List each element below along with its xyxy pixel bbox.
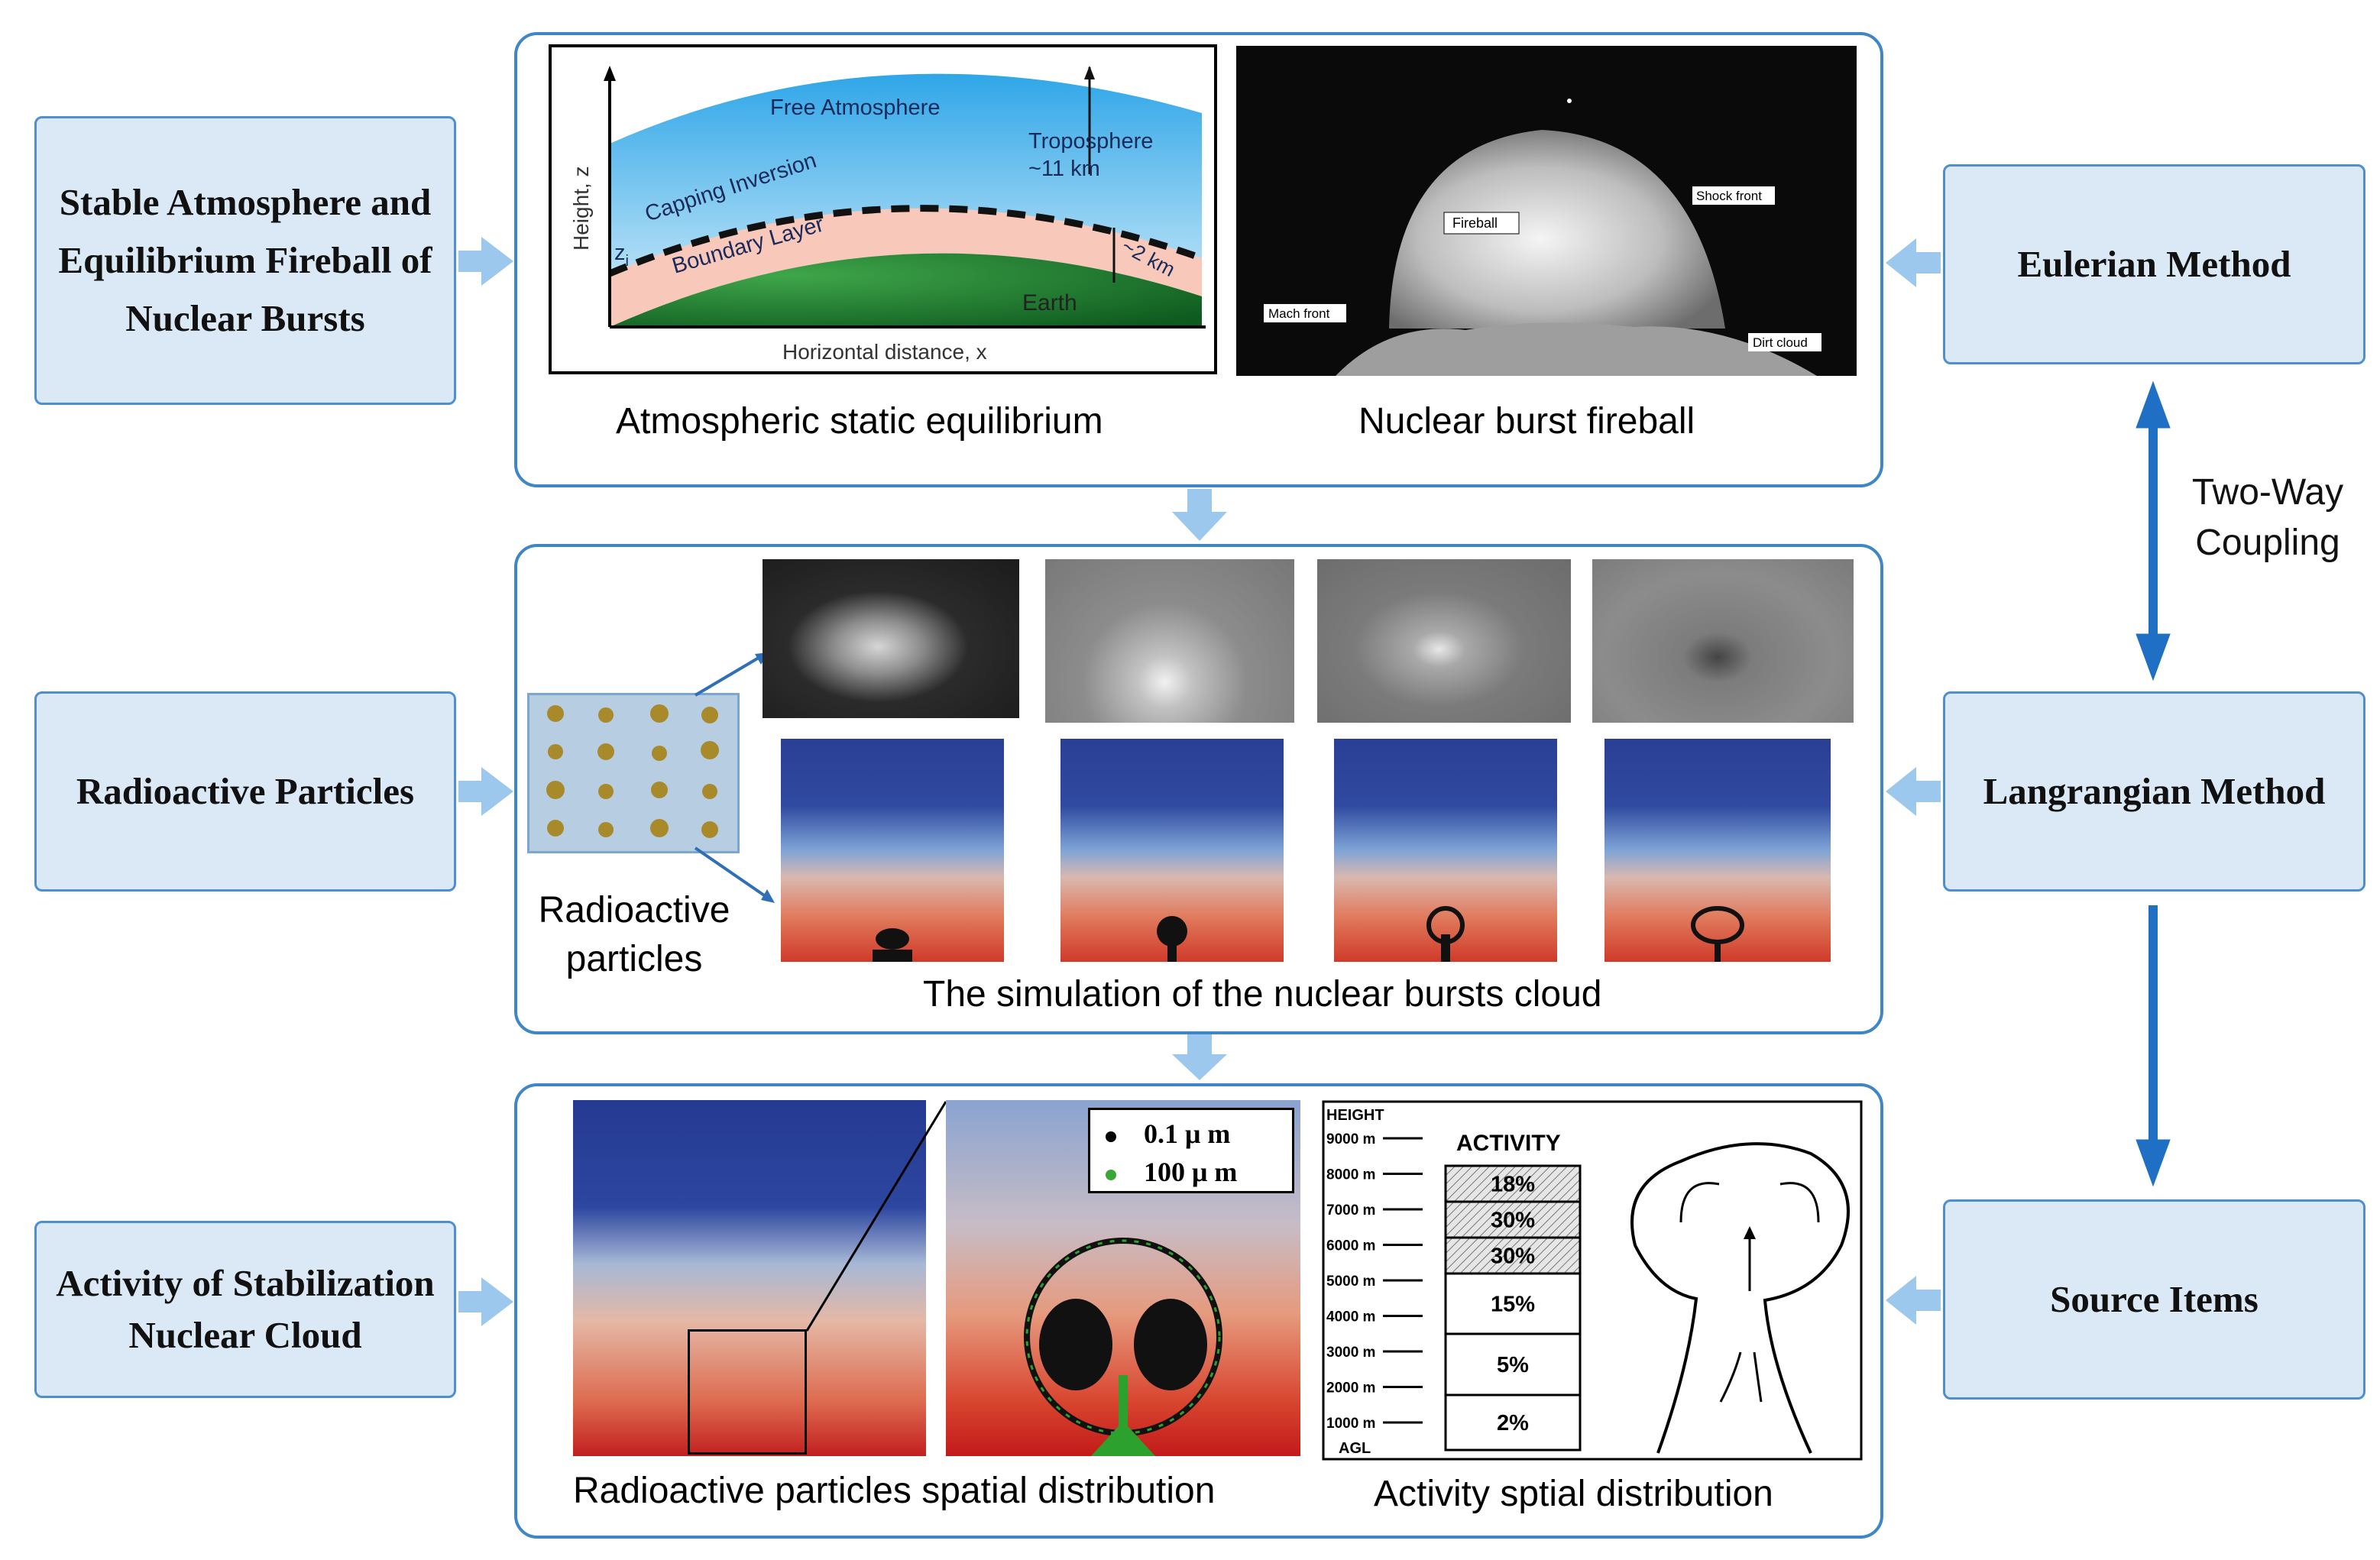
burst-photo-1	[763, 559, 1019, 718]
sim-frame-2	[1060, 739, 1284, 962]
height-tick-label: 5000 m	[1326, 1274, 1375, 1290]
activity-segment-label: 5%	[1497, 1353, 1529, 1377]
radioactive-particles-box: Radioactive Particles	[34, 691, 456, 892]
activity-caption: Activity sptial distribution	[1374, 1474, 1773, 1514]
fireball-caption: Nuclear burst fireball	[1358, 401, 1695, 442]
activity-segment	[1444, 1164, 1582, 1203]
free-atmosphere-text: Free Atmosphere	[770, 95, 940, 120]
sim-frame-4	[1604, 739, 1831, 962]
arrow-langrangian-to-panel2	[1886, 767, 1941, 816]
particle-samples	[546, 704, 719, 838]
arrow-panel2-to-panel3	[1172, 1034, 1227, 1080]
height-tick-label: 6000 m	[1326, 1238, 1375, 1254]
two-way-coupling-label: Two-Way Coupling	[2191, 472, 2344, 563]
height-tick-label: 9000 m	[1326, 1131, 1375, 1147]
agl-label: AGL	[1339, 1440, 1371, 1457]
langrangian-to-source-arrow	[2136, 1139, 2171, 1187]
radioactive-particles-label: Radioactive Particles	[76, 770, 415, 812]
y-axis-label: Height, z	[569, 167, 593, 251]
activity-segment	[1444, 1393, 1582, 1452]
sim-frame-1	[781, 739, 1004, 962]
mach-front-label: Mach front	[1268, 306, 1330, 321]
height-tick-label: 4000 m	[1326, 1309, 1375, 1325]
height-ticks: 9000 m 8000 m 7000 m 6000 m 5000 m 4000 m 3000…	[1326, 1131, 1423, 1432]
spatial-caption: Radioactive particles spatial distributi…	[573, 1471, 1216, 1511]
eulerian-method-box: Eulerian Method	[1943, 164, 2365, 364]
activity-segment-label: 30%	[1491, 1209, 1535, 1233]
arrow-left-to-panel3	[458, 1277, 513, 1326]
sim-cloud-2	[1157, 916, 1187, 962]
sim-frame-3	[1334, 739, 1557, 962]
mushroom-cloud-outline	[1630, 1142, 1850, 1454]
activity-stabilization-box: Activity of Stabilization Nuclear Cloud	[34, 1221, 456, 1398]
arrow-panel1-to-panel2	[1172, 489, 1227, 541]
capping-inversion-line	[608, 205, 1203, 277]
troposphere-text: Troposphere	[1028, 129, 1153, 154]
earth-text: Earth	[1022, 290, 1077, 316]
sim-cloud-4	[1691, 906, 1744, 962]
size-legend: 0.1 μ m 100 μ m	[1088, 1108, 1294, 1193]
activity-segment-label: 30%	[1491, 1244, 1535, 1269]
boundary-layer	[610, 208, 1202, 327]
activity-title: ACTIVITY	[1456, 1131, 1561, 1156]
legend-swatch-black	[1106, 1131, 1116, 1142]
sim-cloud-1	[873, 928, 912, 962]
height-header: HEIGHT	[1326, 1107, 1384, 1124]
arrow-eulerian-to-panel1	[1886, 238, 1941, 287]
dirt-cloud-label: Dirt cloud	[1753, 335, 1808, 350]
activity-segment	[1444, 1272, 1582, 1335]
tropo-height-text: ~11 km	[1028, 157, 1100, 181]
burst-photo-2	[1045, 559, 1294, 723]
particles-sample-grid	[527, 693, 740, 853]
activity-segment	[1444, 1236, 1582, 1275]
coupling-arrow-down	[2136, 633, 2171, 681]
particles-label: Radioactive particles	[538, 890, 730, 979]
stable-atmosphere-label: Stable Atmosphere and Equilibrium Fireba…	[58, 181, 432, 339]
sim-cloud-3	[1426, 906, 1465, 962]
activity-segment-label: 15%	[1491, 1293, 1535, 1317]
source-items-label: Source Items	[2050, 1278, 2259, 1320]
activity-segment-label: 18%	[1491, 1173, 1535, 1197]
langrangian-method-box: Langrangian Method	[1943, 691, 2365, 892]
height-tick-label: 3000 m	[1326, 1345, 1375, 1361]
legend-item-0: 0.1 μ m	[1106, 1118, 1230, 1150]
x-axis-label: Horizontal distance, x	[782, 340, 987, 364]
atmo-caption: Atmospheric static equilibrium	[616, 401, 1103, 442]
shock-front-label: Shock front	[1696, 189, 1762, 203]
activity-chart: HEIGHT 9000 m 8000 m 7000 m 6000 m 5000 m 400…	[1322, 1100, 1863, 1461]
eulerian-method-label: Eulerian Method	[2017, 243, 2291, 285]
height-tick-label: 8000 m	[1326, 1167, 1375, 1183]
arrow-left-to-panel1	[458, 237, 513, 286]
fireball-photo: Fireball Shock front Mach front Dirt clo…	[1236, 46, 1857, 376]
arrow-source-to-panel3	[1886, 1276, 1941, 1325]
spatial-sim-overview	[573, 1100, 926, 1456]
height-tick-label: 1000 m	[1326, 1416, 1375, 1432]
zoom-box	[688, 1329, 807, 1455]
cloud-distribution	[1024, 1238, 1222, 1456]
atmosphere-diagram: Free Atmosphere Troposphere ~11 km Cappi…	[549, 44, 1217, 374]
activity-bars: 18% 30% 30% 15% 5% 2%	[1444, 1164, 1582, 1452]
fireball-label: Fireball	[1452, 215, 1498, 231]
activity-segment	[1444, 1200, 1582, 1239]
height-tick-label: 2000 m	[1326, 1380, 1375, 1397]
height-tick-label: 7000 m	[1326, 1202, 1375, 1219]
zoom-line	[805, 1101, 947, 1332]
earth-layer	[610, 253, 1202, 327]
legend-swatch-green	[1106, 1169, 1116, 1180]
burst-photo-3	[1317, 559, 1571, 723]
legend-item-1: 100 μ m	[1106, 1156, 1237, 1188]
coupling-arrow-up	[2136, 380, 2171, 429]
activity-segment-label: 2%	[1497, 1411, 1529, 1435]
sim-caption: The simulation of the nuclear bursts clo…	[923, 974, 1602, 1015]
zi-text: zi	[614, 241, 629, 270]
arrow-left-to-panel2	[458, 767, 513, 816]
burst-photo-4	[1592, 559, 1854, 723]
activity-stabilization-label: Activity of Stabilization Nuclear Cloud	[56, 1262, 435, 1356]
source-items-box: Source Items	[1943, 1199, 2365, 1400]
langrangian-method-label: Langrangian Method	[1983, 770, 2326, 812]
stable-atmosphere-box: Stable Atmosphere and Equilibrium Fireba…	[34, 116, 456, 405]
